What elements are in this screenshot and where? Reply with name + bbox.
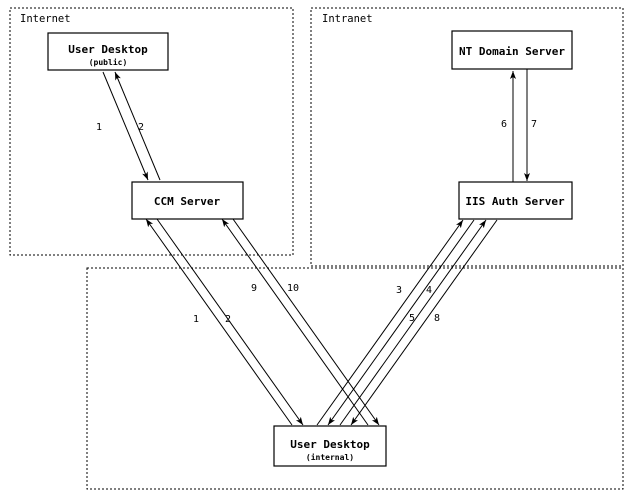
- node-ccm-server[interactable]: CCM Server: [131, 181, 244, 220]
- step-label-10: 10: [287, 283, 299, 294]
- node-user-desktop-internal-sublabel: (internal): [306, 452, 354, 462]
- flow-line-step-1-public: [102, 71, 149, 181]
- flow-line-step-8: [350, 219, 498, 426]
- step-label-6: 6: [501, 119, 507, 130]
- node-iis-auth-server-box[interactable]: [458, 181, 573, 220]
- flow-line-step-2-internal: [156, 218, 304, 426]
- step-label-1-internal: 1: [193, 314, 199, 325]
- node-user-desktop-internal-box[interactable]: [273, 425, 387, 467]
- zone-lower-boundary: [86, 267, 624, 490]
- step-label-4: 4: [426, 285, 432, 296]
- node-user-desktop-public-sublabel: (public): [89, 57, 128, 67]
- step-label-5: 5: [409, 313, 415, 324]
- flow-line-step-4: [327, 219, 475, 426]
- node-user-desktop-public-label: User Desktop: [68, 43, 148, 56]
- step-label-7: 7: [531, 119, 537, 130]
- node-ccm-server-box[interactable]: [131, 181, 244, 220]
- step-label-9: 9: [251, 283, 257, 294]
- node-user-desktop-public[interactable]: User Desktop (public): [47, 32, 169, 71]
- step-label-3: 3: [396, 285, 402, 296]
- node-user-desktop-internal[interactable]: User Desktop (internal): [273, 425, 387, 467]
- flow-line-step-2-public: [114, 71, 161, 181]
- node-nt-domain-server-label: NT Domain Server: [459, 45, 565, 58]
- node-ccm-server-label: CCM Server: [154, 195, 221, 208]
- flow-line-step-10: [232, 218, 380, 426]
- node-user-desktop-public-box[interactable]: [47, 32, 169, 71]
- flow-line-step-3: [316, 219, 464, 426]
- node-iis-auth-server[interactable]: IIS Auth Server: [458, 181, 573, 220]
- step-label-2-internal: 2: [225, 314, 231, 325]
- flow-line-step-1-internal: [145, 218, 293, 426]
- step-label-2-public: 2: [138, 122, 144, 133]
- step-label-8: 8: [434, 313, 440, 324]
- node-nt-domain-server[interactable]: NT Domain Server: [451, 30, 573, 70]
- zone-internet-boundary: [9, 7, 294, 256]
- node-nt-domain-server-box[interactable]: [451, 30, 573, 70]
- step-label-1-public: 1: [96, 122, 102, 133]
- flow-line-step-9: [221, 218, 369, 426]
- node-user-desktop-internal-label: User Desktop: [290, 438, 370, 451]
- flow-line-step-5: [339, 219, 487, 426]
- node-iis-auth-server-label: IIS Auth Server: [465, 195, 565, 208]
- zone-intranet-label: Intranet: [322, 13, 373, 25]
- zone-intranet-boundary: [310, 7, 624, 267]
- zone-internet-label: Internet: [20, 13, 71, 25]
